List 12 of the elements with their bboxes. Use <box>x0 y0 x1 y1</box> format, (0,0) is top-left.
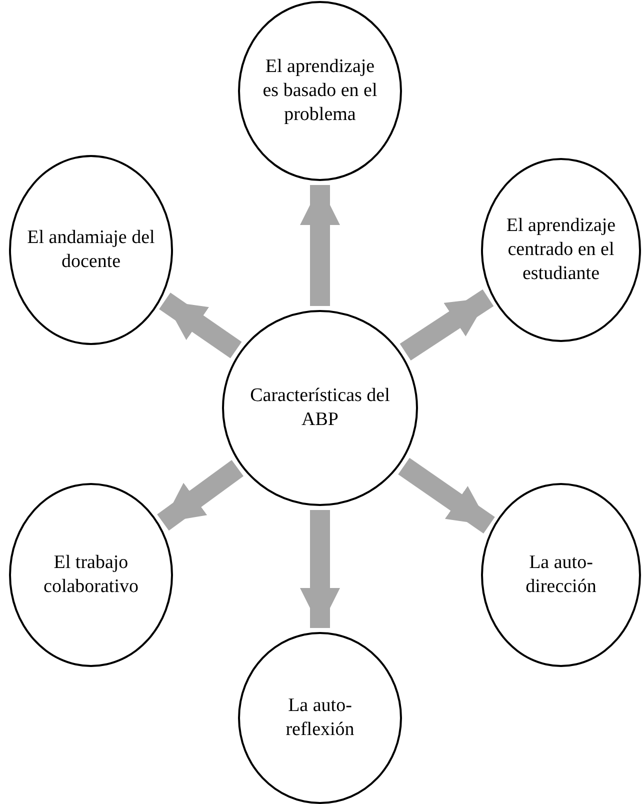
node-label: El trabajo colaborativo <box>42 551 140 599</box>
block-arrow <box>159 292 242 358</box>
block-arrow <box>400 289 494 360</box>
node-label: El aprendizaje es basado en el problema <box>262 55 378 127</box>
node-label: El aprendizaje centrado en el estudiante <box>505 214 617 286</box>
node-label: Características del ABP <box>249 384 391 432</box>
block-arrow <box>398 458 495 534</box>
node-label: La auto-reflexión <box>284 694 356 742</box>
block-arrow <box>300 185 340 306</box>
node-label: El andamiaje del docente <box>26 226 156 274</box>
node-label: La auto-dirección <box>524 551 598 599</box>
block-arrow <box>300 510 340 628</box>
